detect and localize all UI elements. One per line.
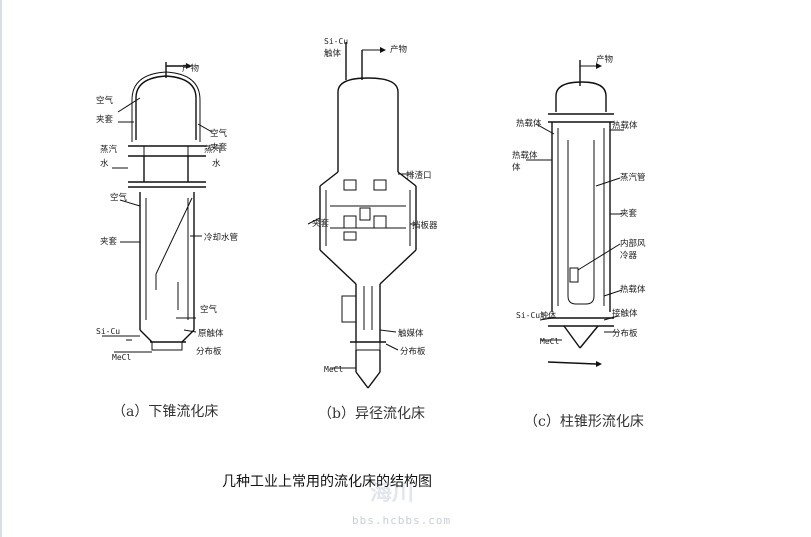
- b-product-label: 产物: [390, 44, 408, 55]
- c-heat-carrier2-label: 热载体: [612, 120, 638, 131]
- c-jacket-label: 夹套: [620, 208, 638, 219]
- a-air4-label: 空气: [200, 304, 218, 315]
- b-distributor-label: 分布板: [400, 346, 426, 357]
- c-inner-air2-label: 冷器: [620, 250, 638, 261]
- watermark-logo: 海川: [370, 480, 414, 506]
- c-sicu-label: Si-Cu触体: [516, 310, 556, 320]
- watermark-url: bbs.hcbbs.com: [352, 514, 451, 527]
- diagram-b: Si-Cu 触体 产物 排渣口 夹套 挡板器 触媒体 分布板 MeCl （b）异…: [307, 37, 438, 422]
- a-mecl-label: MeCl: [112, 353, 131, 362]
- c-inner-air-label: 内部风: [620, 238, 646, 249]
- a-air3-label: 空气: [110, 192, 128, 203]
- c-caption: （c）柱锥形流化床: [524, 414, 644, 430]
- b-mecl-label: MeCl: [324, 365, 343, 374]
- b-sicu-label: Si-Cu: [324, 37, 348, 46]
- b-jacket-label: 夹套: [312, 218, 330, 229]
- c-heat-carrier4-label: 热载体: [620, 284, 646, 295]
- b-caption: （b）异径流化床: [318, 406, 425, 422]
- c-heat-carrier-body-label: 体: [512, 162, 521, 173]
- a-distributor-label: 分布板: [196, 346, 222, 357]
- figure-title: 几种工业上常用的流化床的结构图: [222, 474, 432, 490]
- c-heat-carrier3-label: 热载体: [512, 150, 538, 161]
- a-water1-label: 水: [100, 158, 109, 169]
- a-product-label: 产物: [182, 63, 200, 74]
- a-steam1-label: 蒸汽: [100, 144, 118, 155]
- b-catalyst-bottom-label: 触媒体: [398, 328, 424, 339]
- a-caption: （a）下锥流化床: [112, 404, 218, 420]
- a-sicu-label: Si-Cu: [96, 327, 120, 336]
- a-catalyst-label: 原触体: [198, 328, 224, 339]
- a-water2-label: 水: [212, 158, 221, 169]
- a-air1-label: 空气: [96, 95, 114, 106]
- a-air2-label: 空气: [210, 128, 228, 139]
- a-jacket1-label: 夹套: [96, 114, 114, 125]
- a-steam2-label: 蒸汽: [204, 144, 222, 155]
- c-product-label: 产物: [596, 54, 614, 65]
- c-heat-carrier1-label: 热载体: [516, 118, 542, 129]
- a-cooling-pipe-label: 冷却水管: [204, 232, 238, 243]
- b-sampling-label: 排渣口: [406, 170, 432, 181]
- c-catalyst-label: 接触体: [612, 308, 638, 319]
- diagram-a: 产物 空气 夹套 空气 夹套 蒸汽 水 蒸汽 水 空气 夹套 冷却水管 空气 S…: [96, 62, 238, 420]
- diagram-c: 产物 热载体 热载体 热载体 体 蒸汽管 夹套 内部风 冷器 热载体 Si-Cu…: [512, 54, 646, 430]
- b-catalyst-top-label: 触体: [324, 48, 342, 59]
- a-jacket3-label: 夹套: [100, 236, 118, 247]
- c-distributor-label: 分布板: [612, 328, 638, 339]
- a-jacket2-label: 夹套: [210, 142, 228, 153]
- b-baffle-label: 挡板器: [412, 220, 438, 231]
- c-steam-pipe-label: 蒸汽管: [620, 172, 646, 183]
- c-mecl-label: MeCl: [540, 337, 559, 346]
